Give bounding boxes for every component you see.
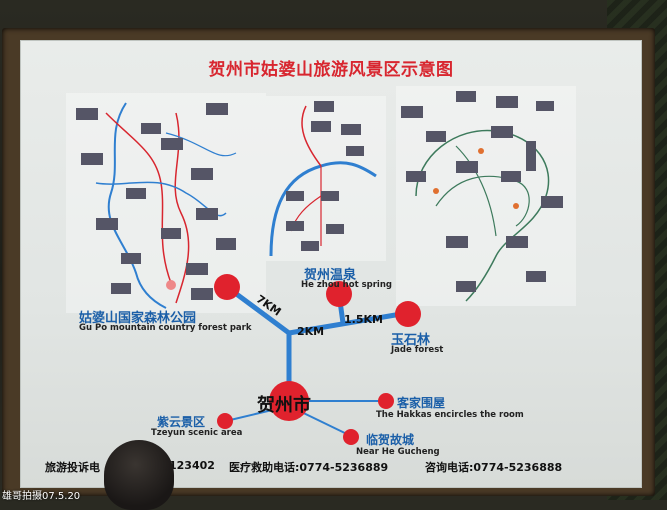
jade-forest-en: Jade forest (391, 345, 444, 355)
tourist-complaint-number: 123402 (169, 459, 215, 472)
node-wenquan (326, 281, 352, 307)
route-jade (286, 310, 410, 336)
medical-phone: 医疗救助电话:0774-5236889 (229, 461, 389, 474)
node-city (269, 381, 309, 421)
zhiyun-en: Tzeyun scenic area (151, 428, 243, 438)
photo-watermark: 雄哥拍摄07.5.20 (2, 491, 81, 502)
hot-spring-cn: 贺州温泉 (304, 268, 357, 283)
board-title: 贺州市姑婆山旅游风景区示意图 (208, 60, 454, 80)
hot-spring-en: He zhou hot spring (301, 280, 392, 290)
jade-forest-cn: 玉石林 (391, 333, 431, 348)
zhiyun-cn: 紫云景区 (157, 415, 206, 429)
node-linhe (343, 429, 359, 445)
kejia-en: The Hakkas encircles the room (376, 410, 524, 420)
hot-spring-map (266, 96, 386, 261)
node-yushilin (395, 301, 421, 327)
city-label: 贺州市 (257, 395, 311, 416)
kejia-cn: 客家围屋 (397, 396, 446, 410)
distance-2km: 2KM (297, 325, 325, 338)
node-kejia (378, 393, 394, 409)
jade-forest-map (396, 86, 576, 306)
inquiry-phone: 咨询电话:0774-5236888 (425, 461, 563, 474)
gupo-park-cn: 姑婆山国家森林公园 (79, 311, 197, 326)
node-gupo (214, 274, 240, 300)
route-network (214, 274, 421, 445)
gupo-trail-map (66, 93, 266, 313)
gupo-park-en: Gu Po mountain country forest park (79, 323, 252, 333)
node-zhiyun (217, 413, 233, 429)
linhe-cn: 临贺故城 (366, 433, 415, 447)
linhe-en: Near He Gucheng (356, 447, 440, 457)
tourist-complaint-label: 旅游投诉电 (45, 461, 100, 474)
map-signboard: 贺州市姑婆山旅游风景区示意图 (20, 40, 642, 488)
visitor-head (104, 440, 174, 510)
distance-1-5km: 1.5KM (344, 313, 383, 326)
